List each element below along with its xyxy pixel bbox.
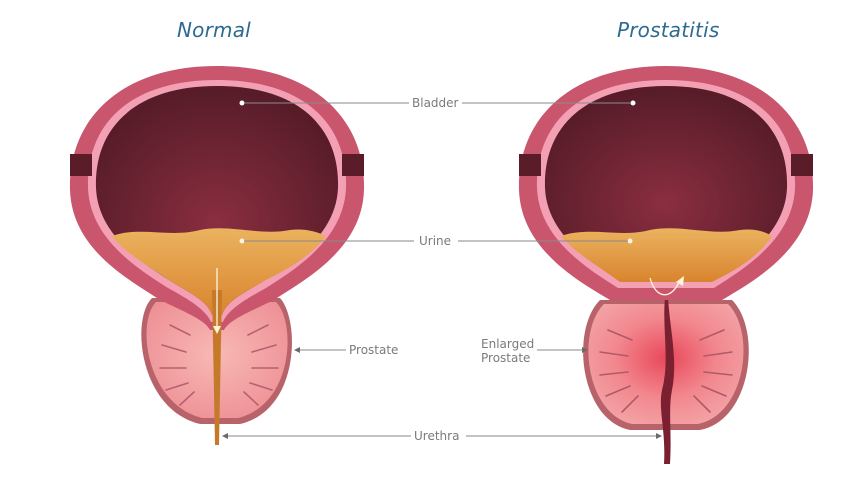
label-enlarged-prostate-line1: Enlarged: [478, 337, 538, 351]
leader-lines: [224, 102, 660, 437]
label-prostate: Prostate: [346, 343, 402, 357]
normal-bladder: [69, 66, 365, 445]
enlarged-prostate-arrow-icon: [582, 347, 588, 353]
prostate-arrow-icon: [294, 347, 300, 353]
prostatitis-bladder: [518, 66, 814, 300]
urethra-arrow-right-icon: [656, 433, 662, 439]
label-urethra: Urethra: [411, 429, 463, 443]
title-normal: Normal: [177, 18, 251, 42]
label-urine: Urine: [416, 234, 455, 248]
title-prostatitis: Prostatitis: [617, 18, 720, 42]
urethra-arrow-left-icon: [222, 433, 228, 439]
label-enlarged-prostate-line2: Prostate: [478, 351, 534, 365]
enlarged-prostate: [583, 298, 749, 464]
label-bladder: Bladder: [409, 96, 462, 110]
